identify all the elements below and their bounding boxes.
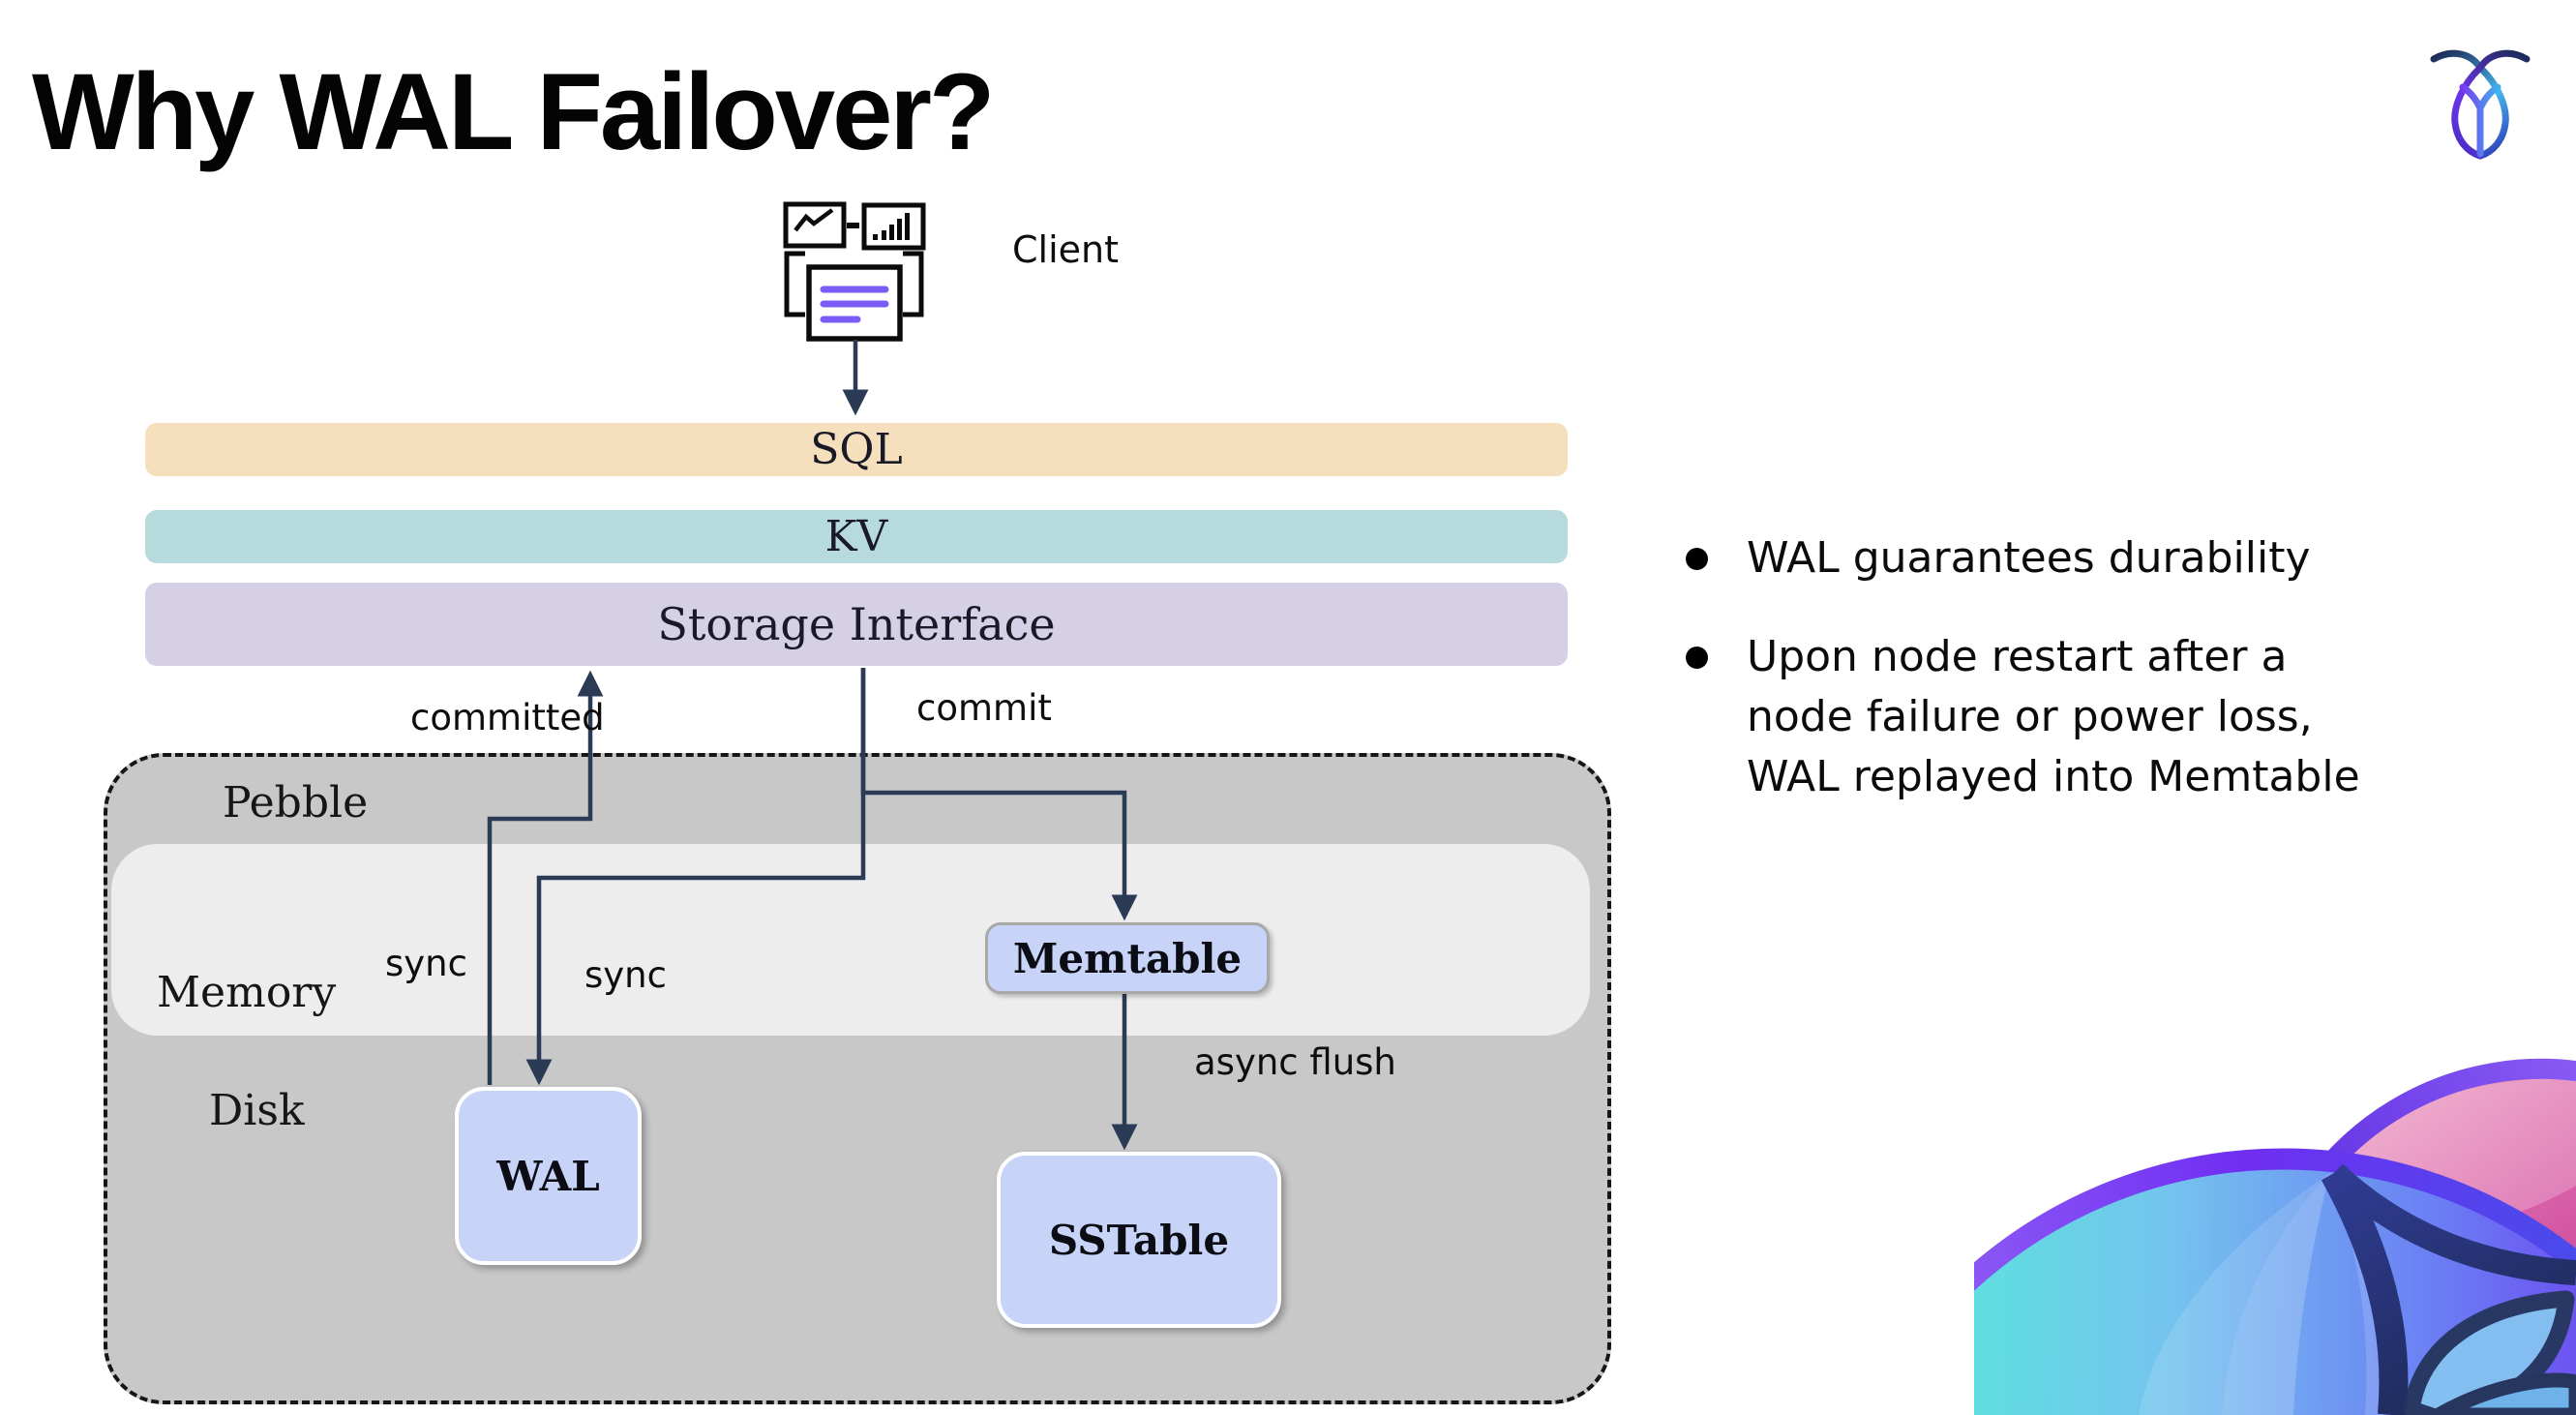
layer-bar-storage-interface: Storage Interface	[145, 583, 1568, 666]
cockroachdb-logo-icon	[2430, 49, 2531, 160]
line-chart-icon	[783, 201, 847, 249]
edge-label-sync-right: sync	[584, 954, 667, 996]
layer-bar-kv: KV	[145, 510, 1568, 563]
sstable-node: SSTable	[997, 1152, 1281, 1328]
layer-bar-storage-label: Storage Interface	[657, 598, 1056, 650]
memtable-node: Memtable	[985, 922, 1270, 994]
bullet-line: WAL guarantees durability	[1747, 533, 2311, 583]
terminal-brackets-icon	[784, 251, 924, 317]
bullet-list: WAL guarantees durability Upon node rest…	[1686, 528, 2557, 846]
edge-label-commit: commit	[916, 687, 1052, 729]
page-title: Why WAL Failover?	[32, 51, 995, 172]
wal-node: WAL	[455, 1087, 642, 1265]
document-icon	[806, 264, 903, 342]
pebble-label: Pebble	[223, 778, 369, 828]
client-icon	[783, 201, 926, 342]
bullet-dot	[1686, 548, 1708, 570]
sstable-node-label: SSTable	[1048, 1216, 1230, 1264]
cockroach-brand-art-icon	[1974, 1058, 2576, 1415]
memory-label: Memory	[157, 968, 337, 1017]
client-label: Client	[1012, 228, 1120, 271]
bullet-line: node failure or power loss,	[1747, 692, 2313, 741]
layer-bar-sql-label: SQL	[810, 425, 903, 474]
bullet-text: Upon node restart after a node failure o…	[1747, 627, 2360, 807]
layer-bar-kv-label: KV	[824, 512, 888, 561]
bullet-line: Upon node restart after a	[1747, 632, 2288, 681]
list-item: Upon node restart after a node failure o…	[1686, 627, 2557, 807]
edge-label-sync-left: sync	[385, 943, 467, 984]
bullet-text: WAL guarantees durability	[1747, 528, 2310, 588]
list-item: WAL guarantees durability	[1686, 528, 2557, 588]
disk-label: Disk	[209, 1086, 305, 1135]
edge-label-async-flush: async flush	[1194, 1041, 1396, 1083]
layer-bar-sql: SQL	[145, 423, 1568, 476]
memtable-node-label: Memtable	[1012, 934, 1243, 982]
bullet-dot	[1686, 647, 1708, 669]
bar-chart-icon	[861, 202, 926, 251]
bullet-line: WAL replayed into Memtable	[1747, 752, 2360, 801]
wal-node-label: WAL	[496, 1152, 600, 1200]
dash-connector	[847, 223, 859, 228]
edge-label-committed: committed	[410, 697, 605, 738]
